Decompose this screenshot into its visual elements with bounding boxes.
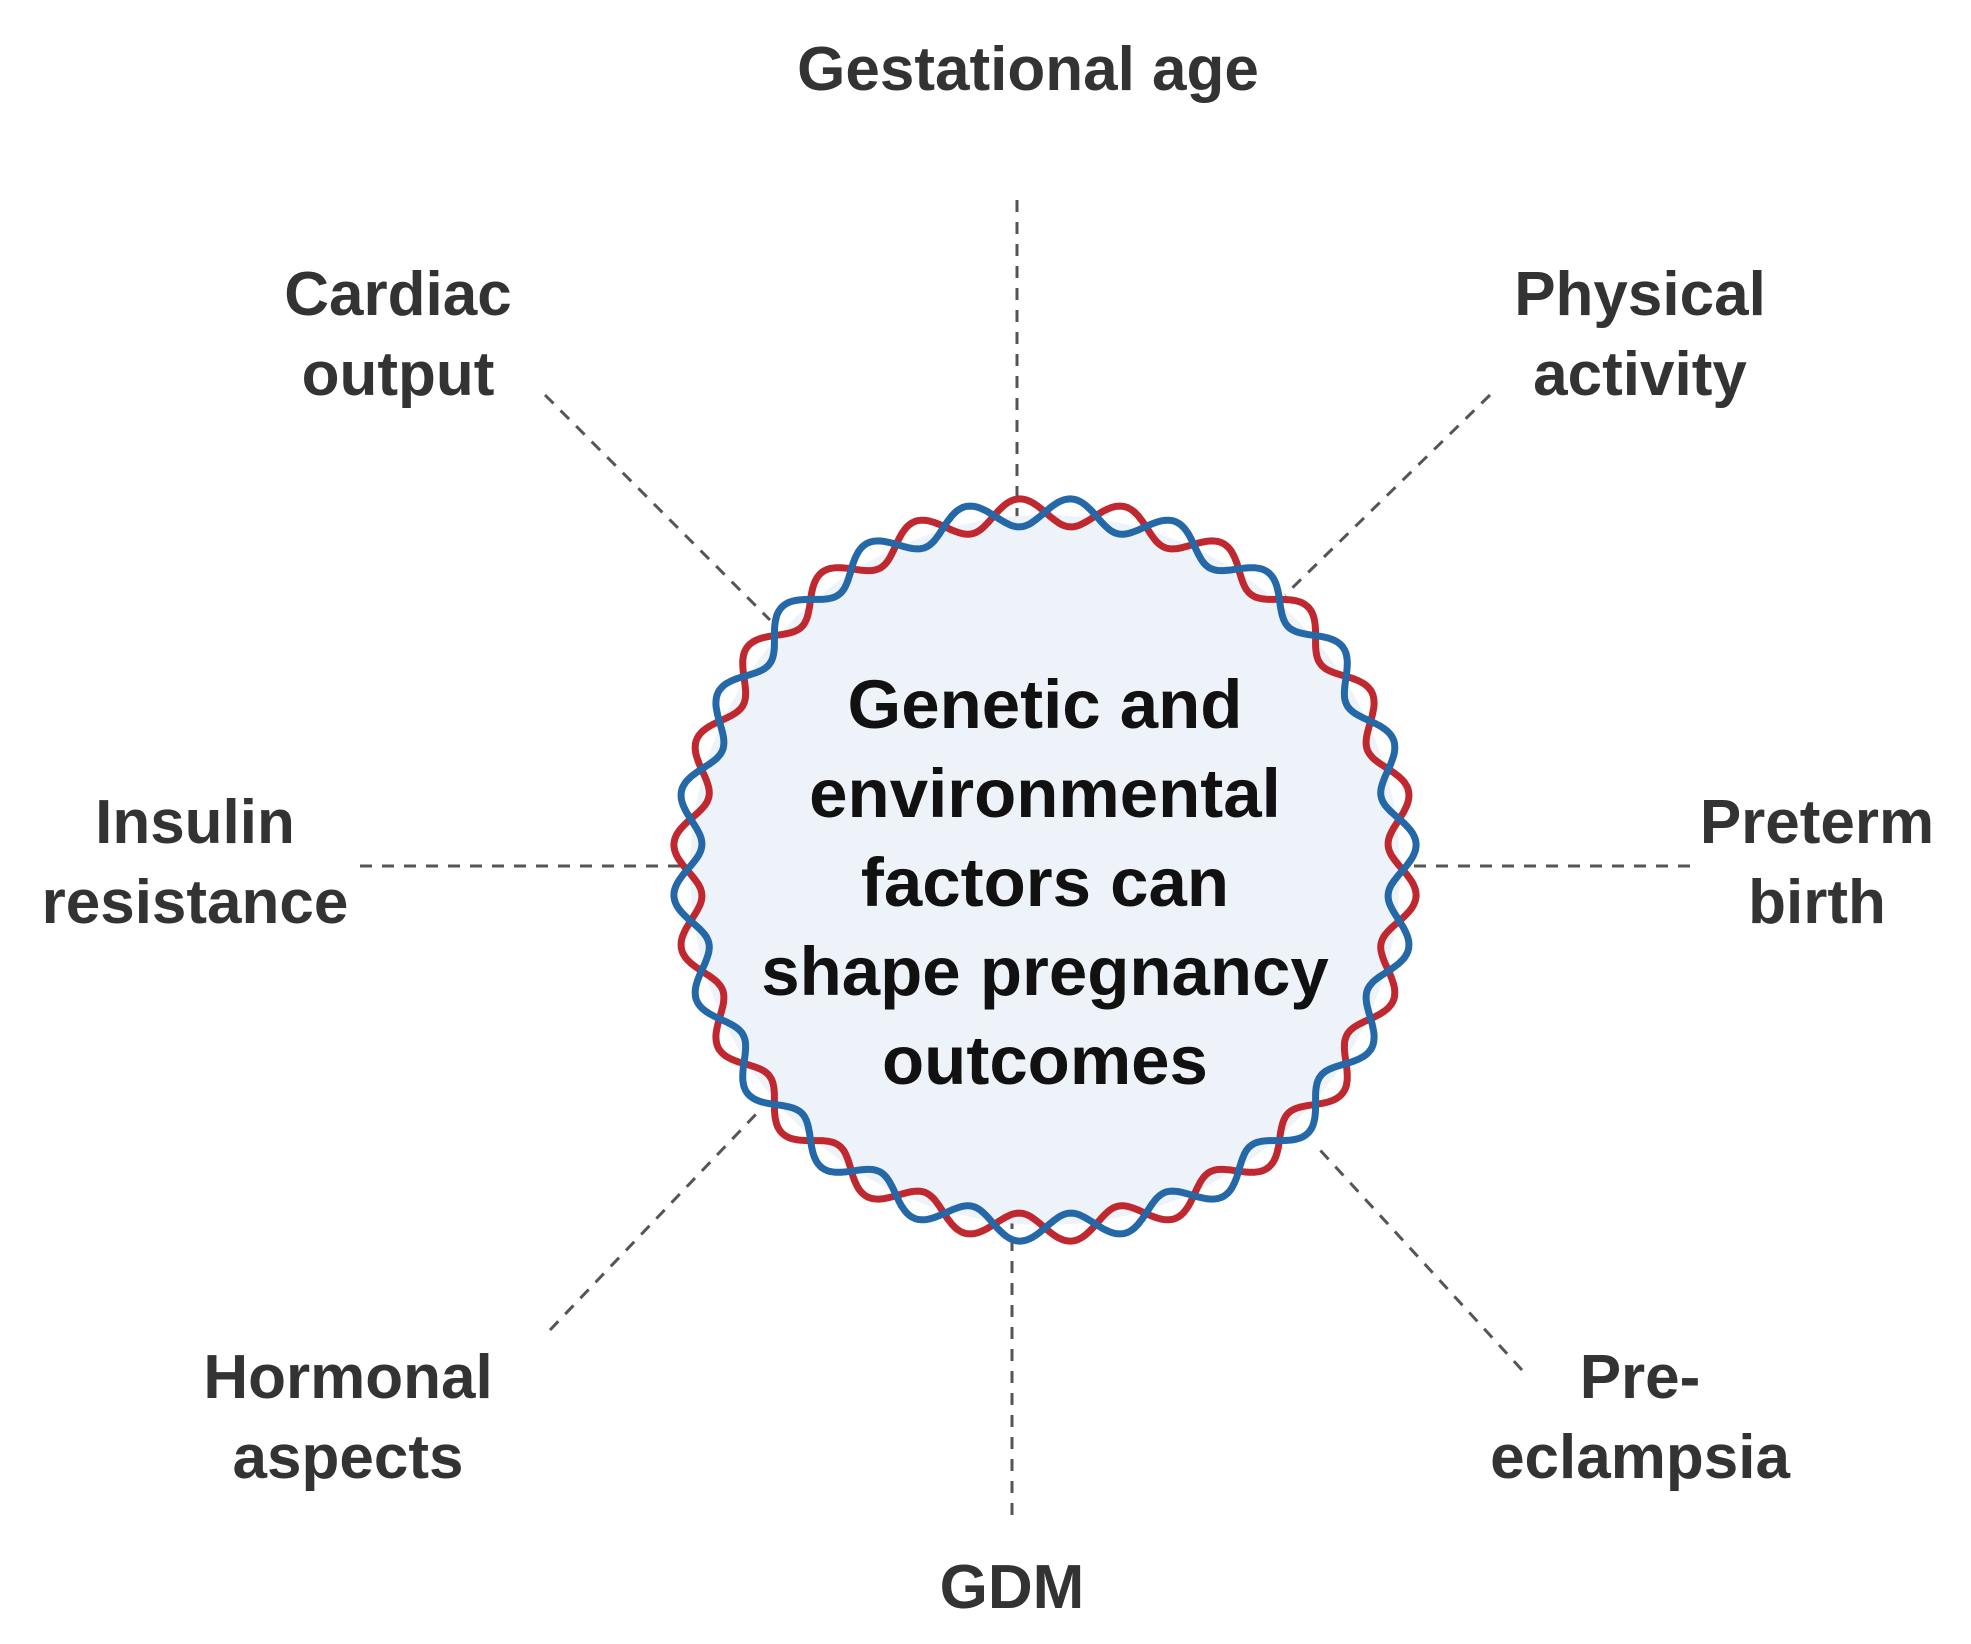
- center-statement: Genetic and environmental factors can sh…: [761, 660, 1329, 1105]
- factor-pre-eclampsia: Pre- eclampsia: [1490, 1338, 1790, 1498]
- factor-label-line: Preterm: [1699, 788, 1935, 857]
- center-line-1: Genetic and: [847, 666, 1243, 743]
- center-line-4: shape pregnancy: [761, 933, 1329, 1010]
- factor-preterm-birth: Preterm birth: [1700, 783, 1934, 943]
- connector-physical-activity: [1283, 393, 1492, 597]
- factor-label-line: Physical: [1514, 260, 1766, 329]
- factor-label-line: resistance: [41, 868, 349, 937]
- center-circle: [690, 515, 1400, 1225]
- factor-physical-activity: Physical activity: [1514, 255, 1766, 415]
- factor-label-line: Pre-: [1579, 1343, 1701, 1412]
- factor-label-line: Gestational age: [797, 35, 1259, 104]
- factor-label-line: Hormonal: [203, 1343, 493, 1412]
- factor-gdm: GDM: [940, 1548, 1085, 1628]
- connector-pre-eclampsia: [1318, 1148, 1524, 1372]
- center-line-2: environmental: [809, 755, 1281, 832]
- factor-hormonal-aspects: Hormonal aspects: [203, 1338, 492, 1498]
- factor-label-line: Insulin: [95, 788, 295, 857]
- center-line-3: factors can: [860, 844, 1230, 921]
- factor-label-line: GDM: [939, 1553, 1085, 1622]
- dna-strand-blue: [670, 495, 1420, 1245]
- connector-cardiac-output: [543, 393, 772, 622]
- factor-label-line: activity: [1533, 340, 1747, 409]
- factor-label-line: birth: [1748, 868, 1886, 937]
- factor-label-line: output: [301, 340, 495, 409]
- factor-insulin-resistance: Insulin resistance: [42, 783, 349, 943]
- factor-gestational-age: Gestational age: [797, 30, 1259, 110]
- factor-label-line: eclampsia: [1490, 1423, 1790, 1492]
- factor-label-line: Cardiac: [284, 260, 512, 329]
- connector-hormonal-aspects: [548, 1108, 762, 1332]
- factor-label-line: aspects: [232, 1423, 464, 1492]
- factor-cardiac-output: Cardiac output: [284, 255, 511, 415]
- center-line-5: outcomes: [882, 1022, 1208, 1099]
